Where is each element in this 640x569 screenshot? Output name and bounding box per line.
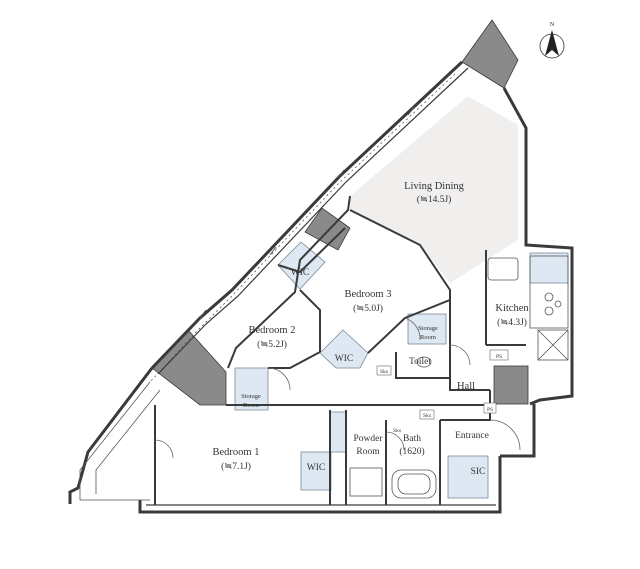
kitchen-counter (529, 255, 569, 329)
washbasin (349, 467, 383, 497)
column-top (461, 19, 519, 89)
toilet-bowl (416, 356, 432, 368)
wic-bedroom1-label: WIC (307, 463, 325, 473)
storage-room-bedroom3-label: Storage (418, 325, 438, 332)
door-arc (489, 419, 521, 451)
wic-bedroom3-label: WIC (335, 354, 353, 364)
door-swings (154, 317, 521, 459)
storage-room-bedroom2-label-2: Room (243, 402, 259, 409)
storage-room-bedroom2-area (234, 367, 269, 411)
storage-areas (234, 241, 569, 499)
stove-burner (544, 292, 554, 302)
window-markers (199, 106, 415, 319)
bath-label: Bath (403, 434, 421, 444)
bedroom3-label: Bedroom 3 (345, 289, 392, 300)
bath-fixtures (349, 356, 437, 499)
stove-burner (554, 300, 562, 308)
pantry-code-tag: Sks (393, 428, 401, 434)
entrance-label: Entrance (455, 431, 489, 441)
sks-toilet-tag: Sks (380, 369, 388, 375)
sic-label: SIC (471, 467, 486, 477)
wic-bedroom2-area (277, 241, 326, 290)
room-labels: Living Dining (≒14.5J) Bedroom 3 (≒5.0J)… (213, 181, 530, 477)
compass-label: N (550, 21, 555, 28)
compass-arrow-icon (545, 30, 559, 56)
kitchen-size: (≒4.3J) (497, 317, 527, 328)
sks-bath-tag: Sks (423, 413, 431, 419)
hall-label: Hall (457, 381, 475, 392)
bedroom1-label: Bedroom 1 (213, 447, 260, 458)
door-arc (154, 439, 174, 459)
kitchen-sink (487, 257, 519, 281)
balcony-railing (79, 73, 456, 501)
powder-room-label-2: Room (356, 447, 380, 457)
outer-walls (68, 60, 574, 514)
living-dining-floor (350, 96, 518, 283)
bath-closet-area (329, 411, 347, 453)
wic-bedroom1-area (300, 451, 332, 491)
bedroom1-size: (≒7.1J) (221, 461, 251, 472)
kitchen-pantry-area (529, 252, 569, 284)
bathtub (391, 469, 437, 499)
wic-bedroom3-area (319, 329, 369, 369)
small-tag-labels: PS PS Sks Sks Sks (380, 354, 502, 434)
kitchen-label: Kitchen (495, 303, 529, 314)
storage-room-bedroom3-area (407, 313, 447, 345)
column-hall (493, 365, 529, 405)
compass: N (539, 21, 565, 59)
storage-room-bedroom2-label: Storage (241, 393, 261, 400)
bath-size: (1620) (399, 446, 424, 457)
living-dining-size: (≒14.5J) (417, 194, 452, 205)
fridge-space (537, 329, 569, 361)
toilet-label: Toilet (409, 357, 431, 367)
small-tags (376, 349, 509, 420)
bedroom2-label: Bedroom 2 (249, 325, 296, 336)
kitchen-fixtures (487, 255, 569, 361)
bedroom3-size: (≒5.0J) (353, 303, 383, 314)
door-arc (449, 344, 471, 366)
bedroom2-size: (≒5.2J) (257, 339, 287, 350)
storage-room-bedroom3-label-2: Room (420, 334, 436, 341)
door-arc (385, 431, 405, 451)
ps-kitchen-tag: PS (496, 354, 502, 360)
wic-bedroom2-label: WIC (291, 268, 309, 278)
door-arc (404, 317, 421, 341)
column-mid (304, 207, 351, 251)
door-arc (267, 367, 291, 391)
living-dining-label: Living Dining (404, 181, 465, 192)
ps-hall-tag: PS (487, 407, 493, 413)
bathtub-inner (397, 473, 431, 495)
sic-area (447, 455, 489, 499)
powder-room-label: Powder (353, 434, 383, 444)
stove-burner (544, 306, 554, 316)
interior-walls (226, 195, 526, 505)
